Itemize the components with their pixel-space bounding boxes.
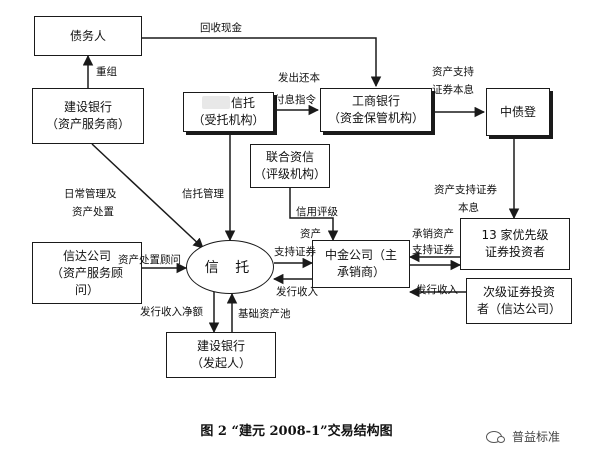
- junior-investors-line2: 者（信达公司）: [476, 302, 561, 316]
- cicc-box: 中金公司（主 承销商）: [312, 240, 410, 288]
- trust-center-label: 信 托: [204, 260, 256, 276]
- ccb-originator-box: 建设银行 （发起人）: [166, 332, 276, 378]
- label-abs-principal-2: 证券本息: [432, 84, 474, 96]
- trust-trustee-name: 信托: [230, 96, 255, 110]
- senior-investors-box: 13 家优先级 证券投资者: [460, 218, 570, 270]
- watermark-text: 普益标准: [512, 430, 561, 444]
- label-abs-principal-4: 本息: [458, 202, 479, 214]
- ccb-servicer-box: 建设银行 （资产服务商）: [32, 88, 144, 144]
- label-asset-disposal-advisor: 资产处置顾问: [118, 254, 181, 266]
- label-underwriting-1: 承销资产: [412, 228, 454, 240]
- label-abs-2: 支持证券: [274, 246, 316, 258]
- label-abs-principal-1: 资产支持: [432, 66, 474, 78]
- label-underlying-pool: 基础资产池: [238, 308, 291, 320]
- label-net-issue-income: 发行收入净额: [140, 306, 203, 318]
- label-payment-instruction-2: 付息指令: [274, 94, 316, 106]
- trust-center-ellipse: 信 托: [186, 240, 274, 294]
- label-reorg: 重组: [96, 66, 117, 78]
- edge-credit-rating: [289, 188, 339, 242]
- label-issue-income-2: 发行收入: [416, 284, 458, 296]
- icbc-name: 工商银行: [351, 94, 400, 108]
- redacted-mark: [201, 96, 230, 109]
- watermark: 普益标准: [486, 428, 560, 445]
- trust-trustee-role: （受托机构）: [192, 113, 265, 127]
- icbc-box: 工商银行 （资金保管机构）: [320, 88, 432, 132]
- trust-trustee-box: 信托 （受托机构）: [183, 92, 274, 132]
- label-daily-mgmt-1: 日常管理及: [64, 188, 117, 200]
- ccb-originator-name: 建设银行: [196, 339, 245, 353]
- ccb-servicer-role: （资产服务商）: [45, 117, 130, 131]
- label-underwriting-2: 支持证券: [412, 244, 454, 256]
- label-issue-income: 发行收入: [276, 286, 318, 298]
- label-abs-principal-3: 资产支持证券: [434, 184, 497, 196]
- junior-investors-box: 次级证券投资 者（信达公司）: [466, 278, 572, 324]
- junior-investors-line1: 次级证券投资: [482, 285, 555, 299]
- ccb-servicer-name: 建设银行: [63, 100, 112, 114]
- label-abs-1: 资产: [300, 228, 321, 240]
- rating-box: 联合资信 （评级机构）: [250, 144, 330, 188]
- label-collect-cash: 回收现金: [200, 22, 242, 34]
- edge-collect-cash: [142, 37, 382, 88]
- cicc-name: 中金公司（主: [324, 248, 397, 262]
- label-payment-instruction-1: 发出还本: [278, 72, 320, 84]
- debtor-box: 债务人: [34, 16, 142, 56]
- rating-role: （评级机构）: [253, 167, 326, 181]
- label-trust-mgmt: 信托管理: [182, 188, 224, 200]
- cinda-role-1: （资产服务顾: [50, 265, 123, 280]
- cinda-role-2: 问）: [74, 282, 99, 297]
- figure-caption: 图 2 “建元 2008-1”交易结构图: [200, 424, 393, 439]
- debtor-label: 债务人: [69, 28, 106, 43]
- label-daily-mgmt-2: 资产处置: [72, 206, 114, 218]
- cicc-role: 承销商）: [336, 265, 385, 279]
- senior-investors-line2: 证券投资者: [484, 245, 545, 259]
- label-credit-rating-1: 信用评级: [296, 206, 338, 218]
- ccb-originator-role: （发起人）: [190, 356, 251, 370]
- edge-daily-mgmt: [91, 143, 204, 249]
- icbc-role: （资金保管机构）: [327, 111, 424, 125]
- wechat-icon: [486, 430, 505, 443]
- ccdc-label: 中债登: [499, 104, 536, 119]
- ccdc-box: 中债登: [486, 88, 550, 136]
- senior-investors-line1: 13 家优先级: [481, 228, 549, 242]
- cinda-name: 信达公司: [62, 248, 111, 263]
- cinda-servicer-box: 信达公司 （资产服务顾 问）: [32, 242, 142, 304]
- rating-name: 联合资信: [265, 150, 314, 164]
